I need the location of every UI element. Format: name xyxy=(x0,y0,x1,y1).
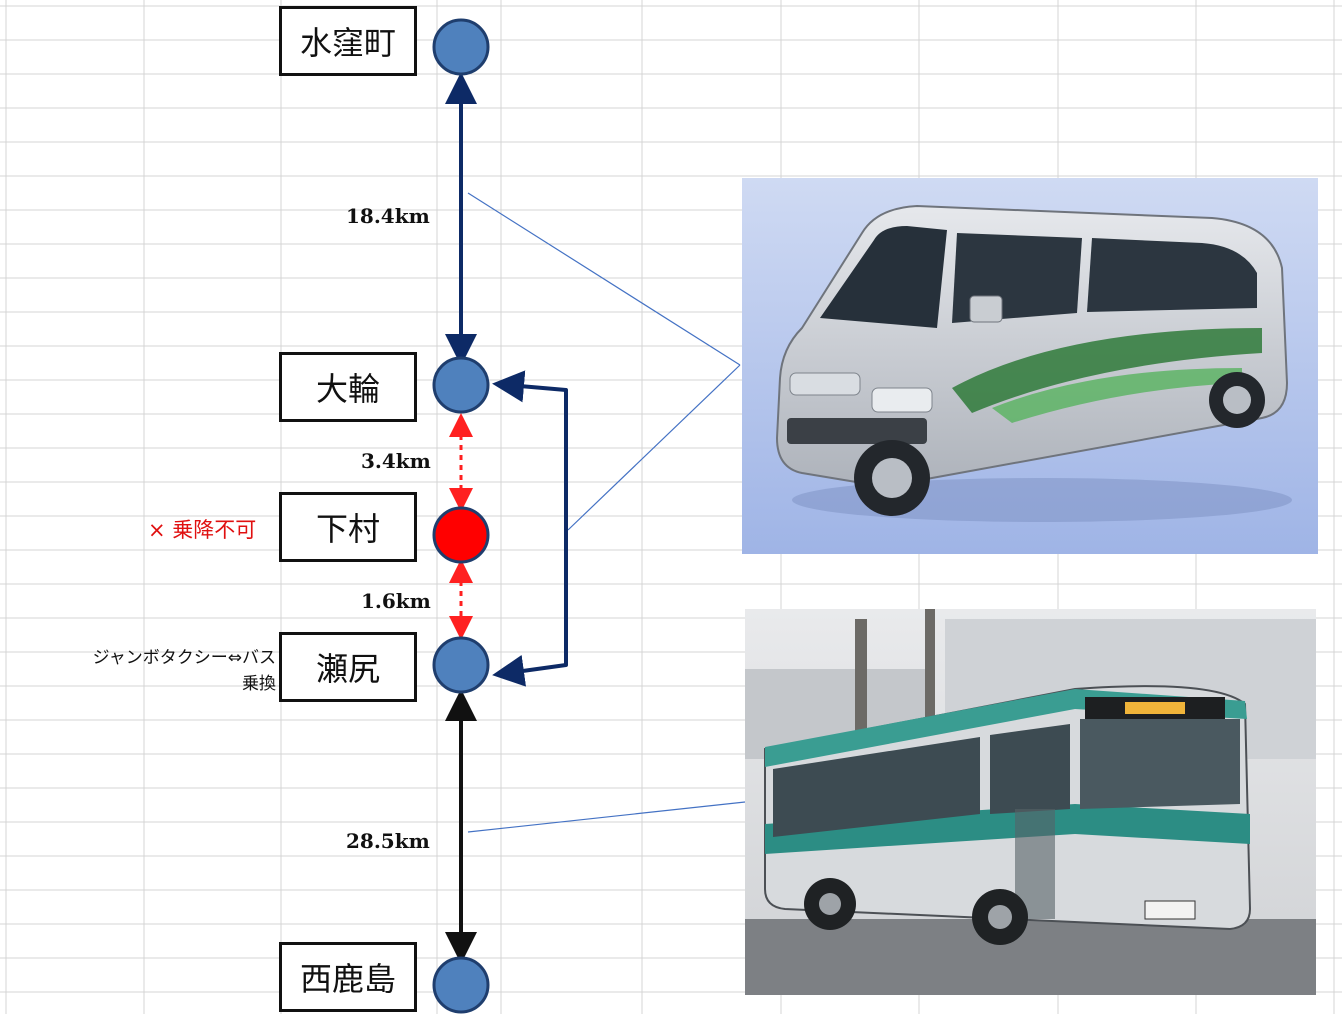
callout-line-van-1 xyxy=(467,192,741,366)
transfer-note: ジャンボタクシー⇔バス 乗換 xyxy=(93,645,276,697)
station-label-owa: 大輪 xyxy=(279,352,417,422)
distance-label: 1.6km xyxy=(361,589,431,613)
station-node-shimomura xyxy=(432,506,490,564)
transfer-note-line2: 乗換 xyxy=(242,674,276,694)
jumbo-taxi-van-photo xyxy=(742,178,1318,554)
station-name: 水窪町 xyxy=(299,24,396,62)
station-node-mizukubo xyxy=(432,18,490,76)
transfer-note-line1: ジャンボタクシー⇔バス xyxy=(92,648,276,668)
station-label-nishikajima: 西鹿島 xyxy=(279,942,417,1012)
distance-label: 18.4km xyxy=(346,204,430,228)
station-name: 下村 xyxy=(315,510,380,548)
station-node-nishikajima xyxy=(432,956,490,1014)
station-node-sejiri xyxy=(432,636,490,694)
bypass-owa-sejiri-arrow xyxy=(492,370,568,687)
station-name: 大輪 xyxy=(315,370,380,408)
station-label-sejiri: 瀬尻 xyxy=(279,632,417,702)
distance-label: 28.5km xyxy=(346,829,430,853)
station-node-owa xyxy=(432,356,490,414)
bus-illustration xyxy=(745,609,1316,995)
station-name: 瀬尻 xyxy=(315,650,380,688)
station-label-shimomura: 下村 xyxy=(279,492,417,562)
no-boarding-note: × 乗降不可 xyxy=(148,518,257,542)
callout-line-van-2 xyxy=(567,364,741,531)
van-illustration xyxy=(742,178,1318,554)
station-name: 西鹿島 xyxy=(299,960,396,998)
callout-line-bus xyxy=(467,801,746,833)
station-label-mizukubo: 水窪町 xyxy=(279,6,417,76)
route-bus-photo xyxy=(745,609,1316,995)
distance-label: 3.4km xyxy=(361,449,431,473)
